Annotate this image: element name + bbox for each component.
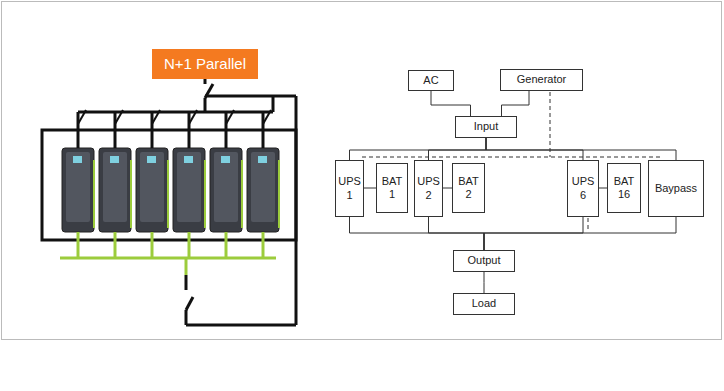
- ups-cabinet: [99, 148, 131, 232]
- title-box: N+1 Parallel: [152, 49, 258, 79]
- connector-line: [443, 188, 452, 189]
- cabinet-edge: [130, 160, 132, 228]
- branch-wire: [225, 124, 228, 148]
- box-label: Output: [467, 254, 500, 267]
- box-label: UPS 2: [417, 175, 440, 201]
- branch-switch: [263, 110, 271, 124]
- block-box: Generator: [500, 69, 583, 91]
- ups-cabinet: [173, 148, 205, 232]
- connector-line: [486, 138, 583, 160]
- branch-switch: [78, 110, 86, 124]
- ups-cabinet: [210, 148, 242, 232]
- output-wiring: [60, 258, 276, 275]
- ups-cabinet: [62, 148, 94, 232]
- box-label: Load: [472, 297, 496, 310]
- output-branch: [262, 232, 265, 258]
- branch-switch: [115, 110, 123, 124]
- cabinet-display: [110, 156, 119, 163]
- connector-line: [364, 188, 376, 189]
- box-label: BAT 2: [455, 175, 482, 201]
- box-label: BAT 1: [379, 175, 405, 201]
- box-label: Generator: [517, 73, 567, 86]
- connector-line: [484, 217, 676, 250]
- block-box: Output: [453, 250, 515, 272]
- branch-switch: [152, 110, 160, 124]
- cabinet-door: [177, 152, 201, 222]
- cabinet-edge: [167, 160, 169, 228]
- cabinet-display: [147, 156, 156, 163]
- dashed-bypass-lines: [362, 92, 660, 232]
- box-label: AC: [423, 74, 438, 87]
- block-box: BAT 1: [376, 163, 408, 213]
- output-branch: [114, 232, 117, 258]
- block-box: Load: [453, 293, 515, 315]
- block-box: UPS 1: [335, 160, 364, 217]
- outer-frame: [2, 2, 722, 340]
- output-switch: [186, 275, 296, 325]
- cabinet-door: [66, 152, 90, 222]
- output-branch: [188, 232, 191, 258]
- connector-line: [431, 91, 471, 116]
- branch-switch: [226, 110, 234, 124]
- output-branch: [151, 232, 154, 258]
- input-wiring: [78, 72, 296, 325]
- connector-line: [350, 138, 487, 160]
- box-label: N+1 Parallel: [164, 55, 246, 73]
- block-box: UPS 6: [567, 160, 599, 217]
- connector-line: [350, 217, 485, 250]
- branch-wire: [77, 124, 80, 148]
- cabinet-edge: [278, 160, 280, 228]
- block-box: UPS 2: [414, 160, 443, 217]
- connector-line: [502, 91, 530, 116]
- branch-wire: [151, 124, 154, 148]
- cabinet-edge: [204, 160, 206, 228]
- cabinet-door: [140, 152, 164, 222]
- block-box: Baypass: [648, 160, 704, 217]
- branch-wire: [262, 124, 265, 148]
- connector-line: [599, 188, 607, 189]
- connector-line: [484, 272, 485, 293]
- connector-line: [429, 138, 487, 160]
- branch-wire: [114, 124, 117, 148]
- cabinet-door: [214, 152, 238, 222]
- cabinet-display: [73, 156, 82, 163]
- box-label: Input: [474, 120, 498, 133]
- cabinet-display: [258, 156, 267, 163]
- output-branch: [77, 232, 80, 258]
- cabinet-door: [103, 152, 127, 222]
- branch-switch: [189, 110, 197, 124]
- ups-cabinets: [62, 148, 279, 232]
- enclosure: [42, 130, 296, 240]
- box-label: Baypass: [655, 182, 697, 195]
- cabinet-edge: [241, 160, 243, 228]
- cabinet-display: [221, 156, 230, 163]
- cabinet-edge: [93, 160, 95, 228]
- branch-wire: [188, 124, 191, 148]
- box-label: BAT 16: [610, 175, 638, 201]
- box-label: UPS 6: [570, 175, 596, 201]
- box-label: UPS 1: [338, 175, 361, 201]
- connector-line: [486, 138, 676, 160]
- block-box: BAT 16: [607, 163, 641, 213]
- cabinet-display: [184, 156, 193, 163]
- ups-cabinet: [247, 148, 279, 232]
- output-branch: [225, 232, 228, 258]
- block-box: AC: [408, 70, 454, 91]
- cabinet-door: [251, 152, 275, 222]
- connector-line: [429, 217, 485, 250]
- block-box: Input: [455, 116, 517, 138]
- block-box: BAT 2: [452, 163, 485, 213]
- ups-cabinet: [136, 148, 168, 232]
